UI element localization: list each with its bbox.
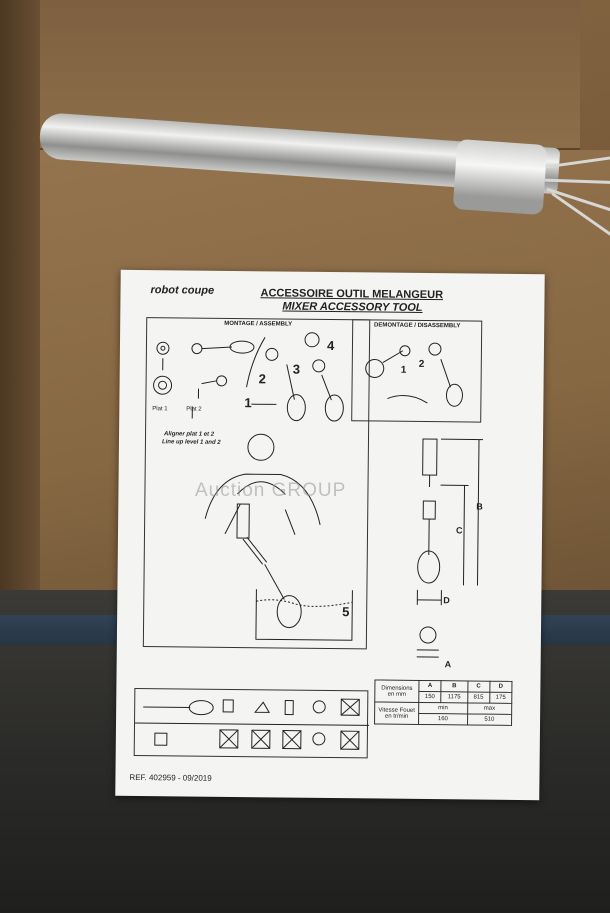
dimension-letter-b: B	[476, 501, 483, 512]
value-c: 815	[467, 691, 490, 704]
min-label: min	[418, 702, 468, 714]
min-value: 160	[418, 713, 468, 725]
dimensions-table: Dimensions en mm A B C D 150 1175 815 17…	[374, 679, 512, 726]
dimension-drawing	[416, 438, 484, 658]
header-d: D	[489, 681, 512, 693]
usage-icons-panel	[133, 687, 370, 759]
step-number: 1	[244, 395, 252, 411]
header-c: C	[467, 680, 490, 693]
value-a: 150	[418, 691, 442, 703]
value-b: 1175	[440, 691, 468, 703]
disassembly-step: 1	[400, 364, 407, 376]
plat1-label: Plat 1	[152, 406, 168, 413]
disassembly-illustration	[365, 342, 463, 407]
align-label-english: Line up level 1 and 2	[161, 439, 221, 446]
step-number: 4	[326, 337, 335, 354]
instruction-sheet: robot coupe ACCESSOIRE OUTIL MELANGEUR M…	[115, 269, 545, 801]
step-number: 5	[342, 604, 350, 620]
step-number: 2	[258, 371, 266, 387]
value-d: 175	[489, 692, 512, 704]
dimension-letter-a: A	[444, 659, 452, 670]
usage-icons	[135, 698, 370, 750]
cardboard-shadow-edge	[0, 0, 40, 610]
dimensions-label: Dimensions en mm	[374, 679, 419, 703]
speed-label: Vitesse Fouet en tr/min	[374, 701, 419, 725]
disassembly-step: 2	[418, 358, 425, 370]
max-label: max	[467, 702, 512, 715]
header-b: B	[441, 680, 468, 692]
max-value: 510	[467, 713, 512, 726]
assembly-illustration	[153, 332, 353, 641]
watermark: Auction GROUP	[195, 480, 347, 501]
plat2-label: Plat 2	[186, 406, 202, 413]
step-number: 3	[292, 361, 301, 377]
title-french: ACCESSOIRE OUTIL MELANGEUR	[260, 287, 444, 302]
brand-logo: robot coupe	[150, 284, 215, 297]
title-english: MIXER ACCESSORY TOOL	[282, 300, 423, 314]
header-a: A	[418, 680, 442, 692]
dimension-letter-c: C	[456, 525, 463, 536]
align-label-french: Aligner plat 1 et 2	[164, 431, 215, 438]
dimension-letter-d: D	[443, 595, 450, 606]
reference-number: REF. 402959 - 09/2019	[129, 772, 212, 783]
disassembly-panel: DEMONTAGE / DISASSEMBLY 1 2	[351, 319, 483, 423]
whisk-collar	[452, 138, 548, 216]
assembly-panel: MONTAGE / ASSEMBLY	[142, 317, 371, 650]
